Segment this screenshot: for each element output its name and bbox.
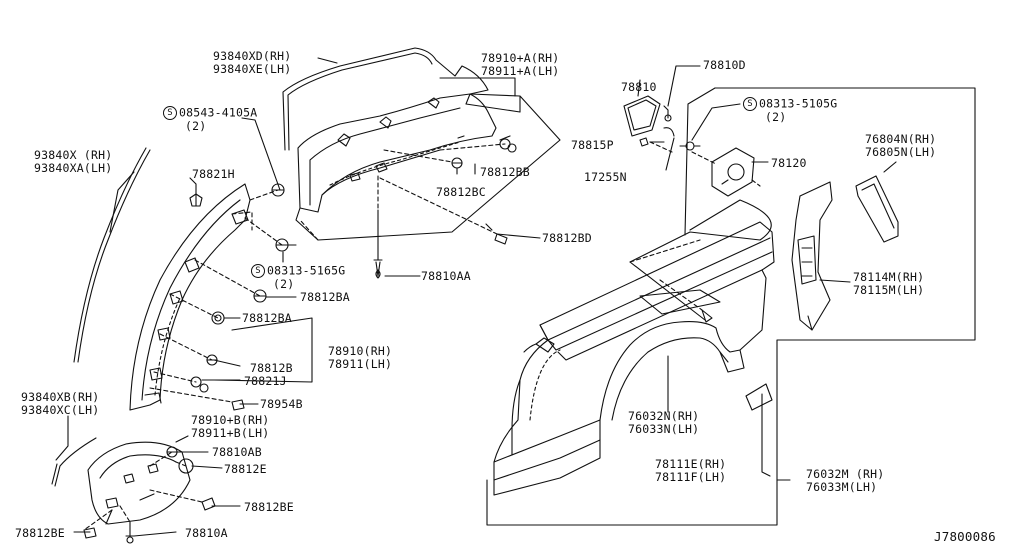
- middle-fasteners: [189, 183, 297, 411]
- left-leader-lines: [55, 57, 541, 537]
- pillar-trim-76804n: [855, 175, 899, 243]
- lower-dashed-leaders: [83, 451, 203, 531]
- bracket-78111e: [745, 383, 773, 411]
- fastener-08313b: [679, 141, 701, 151]
- left-fender-flare: [129, 183, 251, 411]
- label-78812be-left: 78812BE: [15, 526, 65, 540]
- upper-dashed-leaders: [377, 143, 506, 235]
- label-76804n: 76804N(RH)76805N(LH): [865, 132, 937, 159]
- upper-group-frame: [295, 93, 561, 241]
- label-76032n: 76032N(RH)76033N(LH): [628, 409, 700, 436]
- label-78810ab: 78810AB: [212, 445, 262, 459]
- label-78812ba-lower: 78812BA: [242, 311, 292, 325]
- label-78812be-right: 78812BE: [244, 500, 294, 514]
- diagram-id: J7800086: [934, 529, 996, 544]
- label-78821j: 78821J: [244, 374, 287, 388]
- label-78821h: 78821H: [192, 167, 235, 181]
- label-78114m: 78114M(RH)78115M(LH): [853, 270, 925, 297]
- label-93840x: 93840X (RH)93840XA(LH): [34, 148, 113, 175]
- label-78812b: 78812B: [250, 361, 293, 375]
- label-78954b: 78954B: [260, 397, 303, 411]
- label-78111e: 78111E(RH)78111F(LH): [655, 457, 727, 484]
- label-78910a: 78910+A(RH)78911+A(LH): [481, 51, 560, 78]
- right-leader-lines: [637, 65, 897, 481]
- molding-strip-93840xb: [54, 437, 97, 487]
- label-78815p: 78815P: [571, 138, 614, 152]
- fuel-filler-box: [711, 147, 755, 197]
- label-76032m: 76032M (RH)76033M(LH): [806, 467, 885, 494]
- upper-fasteners: [373, 135, 517, 279]
- label-78810a: 78810A: [185, 526, 228, 540]
- lower-fender-flare: [87, 441, 191, 525]
- molding-strip-93840x: [77, 149, 151, 363]
- label-78812bd: 78812BD: [542, 231, 592, 245]
- label-78810aa: 78810AA: [421, 269, 471, 283]
- label-78812bb: 78812BB: [480, 165, 530, 179]
- label-93840xb: 93840XB(RH)93840XC(LH): [21, 390, 100, 417]
- upper-molding-group: [282, 47, 521, 213]
- label-78910b: 78910+B(RH)78911+B(LH): [191, 413, 270, 440]
- middle-dashed-leaders: [149, 189, 283, 403]
- label-78810: 78810: [621, 80, 657, 94]
- right-dashed-leaders: [649, 141, 761, 187]
- fuel-filler-lid: [623, 95, 675, 147]
- label-78812bc: 78812BC: [436, 185, 486, 199]
- label-93840xd: 93840XD(RH)93840XE(LH): [213, 49, 292, 76]
- rear-pillar-inner: [791, 181, 833, 331]
- label-17255n: 17255N: [584, 170, 627, 184]
- rear-side-outer-panel: [493, 221, 775, 496]
- label-78812e: 78812E: [224, 462, 267, 476]
- label-78810d: 78810D: [703, 58, 746, 72]
- label-78812ba-upper: 78812BA: [300, 290, 350, 304]
- label-78910: 78910(RH)78911(LH): [328, 344, 393, 371]
- label-78120: 78120: [771, 156, 807, 170]
